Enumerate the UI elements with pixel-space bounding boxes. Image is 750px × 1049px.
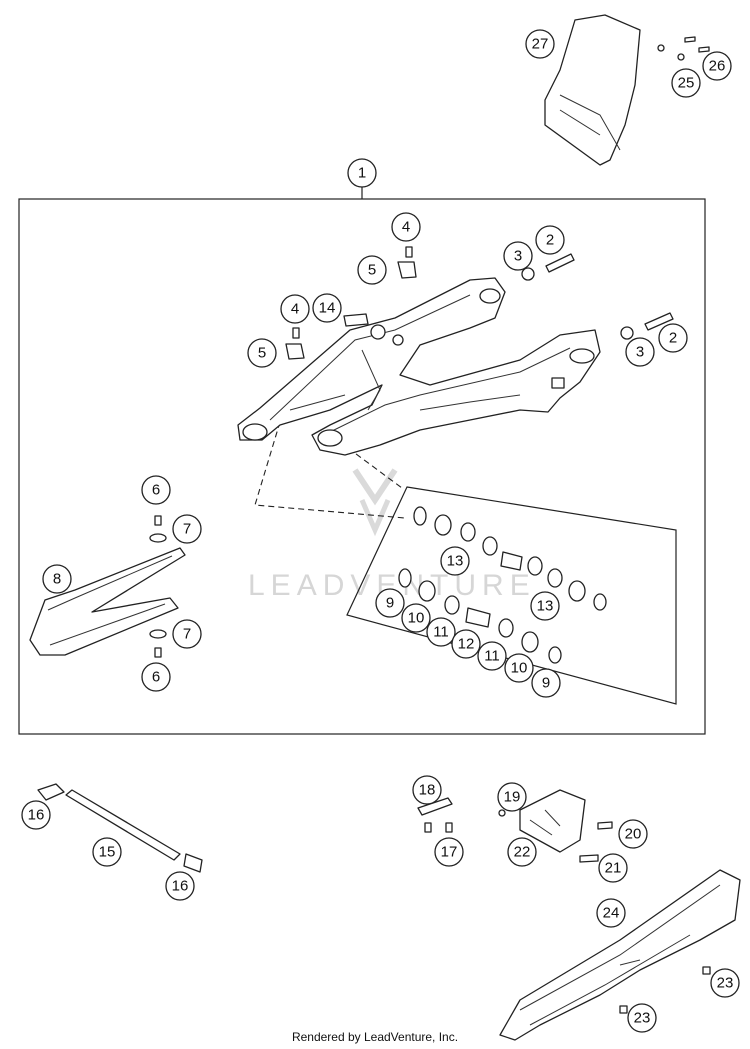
svg-text:3: 3 [514,248,522,265]
callout-8: 8 [42,564,72,594]
callout-13: 13 [440,546,470,576]
svg-text:24: 24 [603,905,620,922]
callout-23: 23 [627,1003,657,1033]
chain-slider [29,515,186,658]
callout-16: 16 [21,800,51,830]
callout-18: 18 [412,775,442,805]
callout-5: 5 [247,338,277,368]
callout-7: 7 [172,514,202,544]
footer-credit: Rendered by LeadVenture, Inc. [291,1030,459,1044]
svg-text:27: 27 [532,36,549,53]
alignment-line-right [347,447,403,489]
svg-text:26: 26 [709,58,726,75]
callout-2: 2 [535,225,565,255]
svg-text:23: 23 [717,975,734,992]
svg-text:25: 25 [678,75,695,92]
svg-text:10: 10 [408,610,425,627]
callout-3: 3 [625,337,655,367]
svg-text:13: 13 [447,553,464,570]
callout-4: 4 [391,212,421,242]
svg-text:23: 23 [634,1010,651,1027]
svg-text:14: 14 [319,300,336,317]
svg-text:11: 11 [484,648,500,665]
svg-text:9: 9 [542,675,550,692]
callout-4: 4 [280,294,310,324]
callout-27: 27 [525,29,555,59]
callout-21: 21 [598,853,628,883]
leadventure-watermark: LEADVENTURE [248,468,530,602]
svg-text:3: 3 [636,344,644,361]
callout-6: 6 [141,662,171,692]
callout-22: 22 [507,837,537,867]
svg-text:2: 2 [669,330,677,347]
callout-26: 26 [702,51,732,81]
callout-2: 2 [658,323,688,353]
svg-text:9: 9 [386,595,394,612]
svg-text:1: 1 [358,165,366,182]
svg-text:17: 17 [441,844,458,861]
svg-text:10: 10 [511,660,528,677]
svg-text:12: 12 [458,636,475,653]
callout-13: 13 [530,591,560,621]
svg-text:2: 2 [546,232,554,249]
svg-text:19: 19 [504,789,521,806]
svg-text:4: 4 [402,219,410,236]
svg-text:18: 18 [419,782,436,799]
callout-20: 20 [618,819,648,849]
callout-10: 10 [401,603,431,633]
callout-14: 14 [312,293,342,323]
swingarm [237,277,601,456]
callout-23: 23 [710,968,740,998]
svg-text:5: 5 [258,345,266,362]
svg-text:22: 22 [514,844,531,861]
windscreen [544,14,710,166]
svg-text:16: 16 [172,878,189,895]
callout-17: 17 [434,837,464,867]
svg-text:4: 4 [291,301,299,318]
pivot-bearings [398,506,607,664]
callout-15: 15 [92,837,122,867]
svg-text:16: 16 [28,807,45,824]
callout-3: 3 [503,241,533,271]
svg-text:5: 5 [368,262,376,279]
callout-7: 7 [172,619,202,649]
svg-text:13: 13 [537,598,554,615]
callout-9: 9 [531,668,561,698]
callout-9: 9 [375,588,405,618]
callout-12: 12 [451,629,481,659]
callout-1: 1 [347,158,377,188]
svg-text:11: 11 [433,624,449,641]
svg-text:7: 7 [183,521,191,538]
svg-text:8: 8 [53,571,61,588]
svg-text:21: 21 [605,860,622,877]
callout-25: 25 [671,68,701,98]
chain-guide [417,789,613,863]
callout-6: 6 [141,475,171,505]
callout-5: 5 [357,255,387,285]
swingarm-axle [37,783,203,873]
callout-16: 16 [165,871,195,901]
svg-text:6: 6 [152,482,160,499]
callout-11: 11 [426,617,456,647]
callout-10: 10 [504,653,534,683]
pivot-kit-box [346,486,677,705]
svg-text:7: 7 [183,626,191,643]
svg-text:15: 15 [99,844,116,861]
chain-guard [499,869,741,1041]
callout-11: 11 [477,641,507,671]
callout-24: 24 [596,898,626,928]
callout-19: 19 [497,782,527,812]
fasteners-top [285,246,674,360]
svg-text:20: 20 [625,826,642,843]
svg-text:6: 6 [152,669,160,686]
